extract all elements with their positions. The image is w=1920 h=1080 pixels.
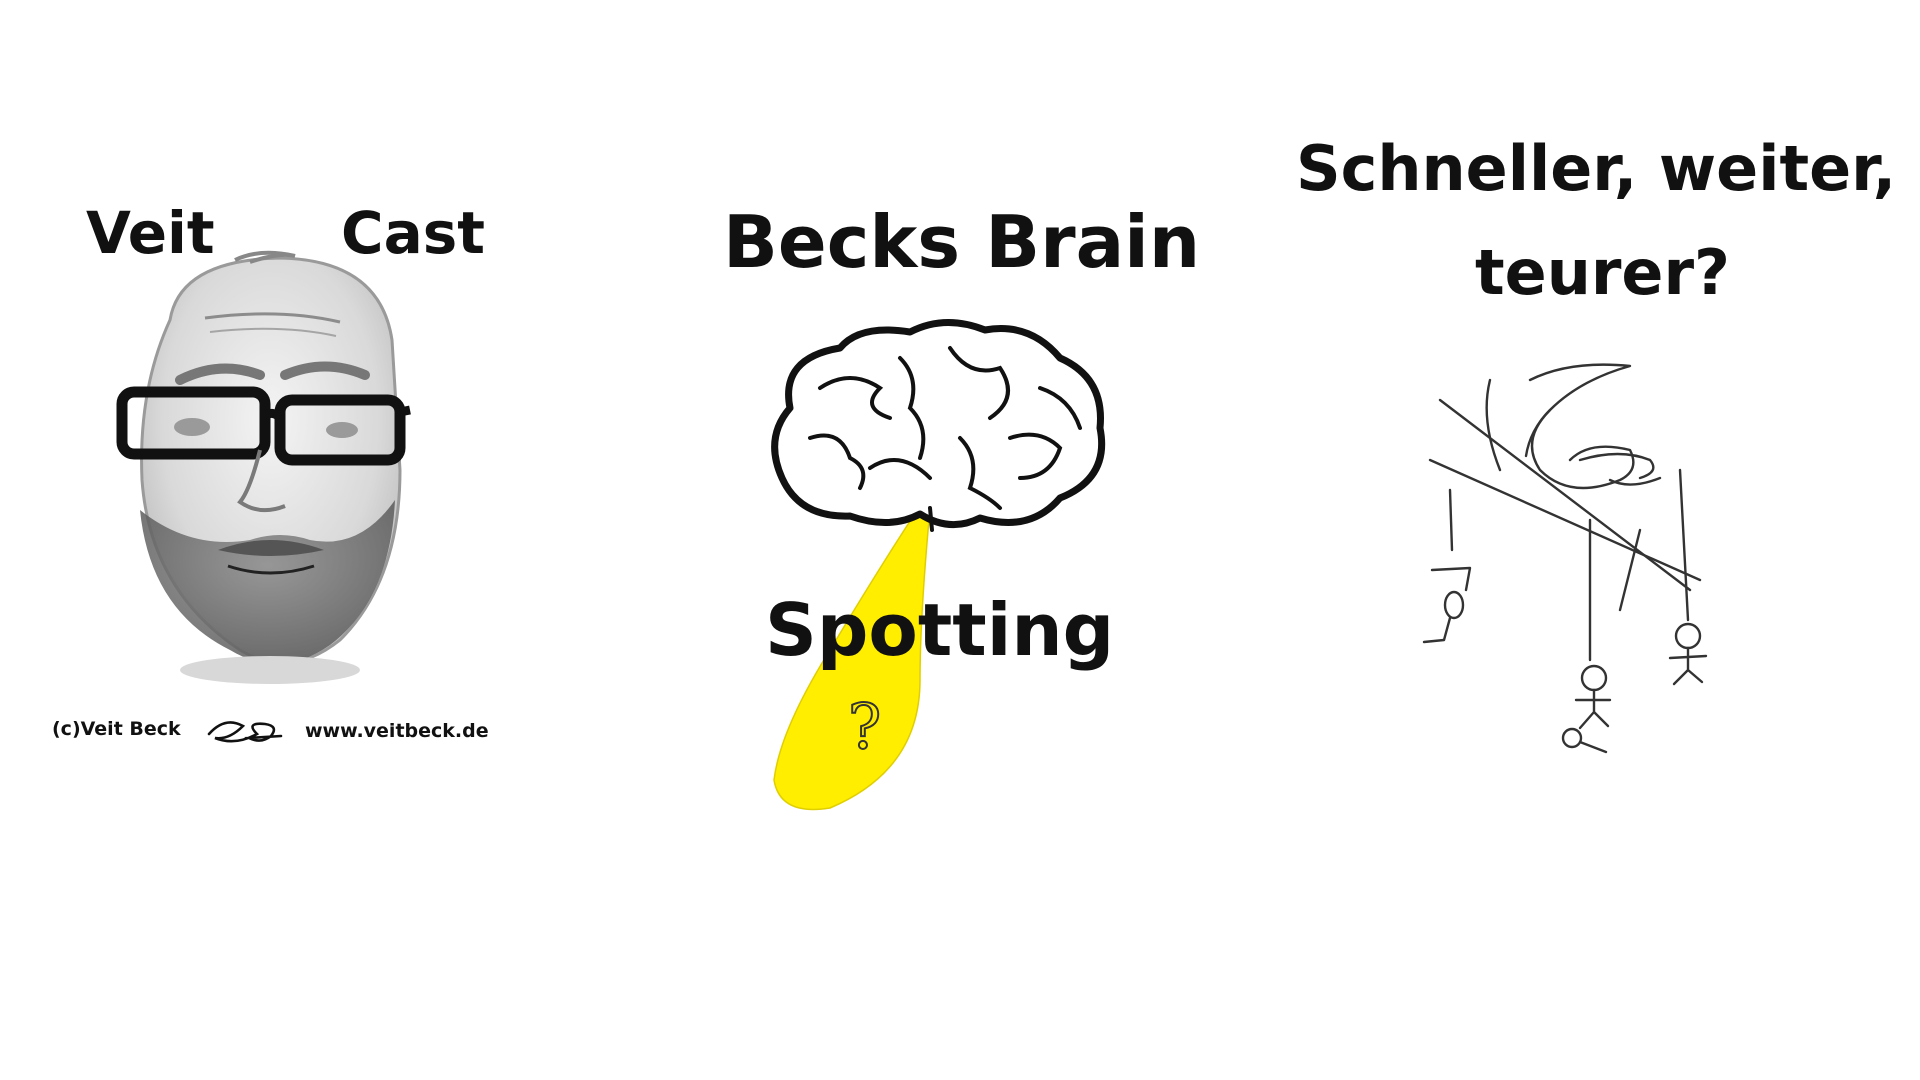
copyright-label: (c)Veit Beck	[52, 718, 181, 740]
schneller-panel: Schneller, weiter, teurer?	[1250, 0, 1920, 1080]
brain-icon	[771, 318, 1106, 532]
schneller-title-line2: teurer?	[1475, 236, 1730, 309]
veit-cast-panel: Veit Cast	[0, 0, 520, 1080]
veit-cast-title-left: Veit	[86, 199, 215, 267]
veit-cast-title-right: Cast	[341, 199, 485, 267]
spotting-subtitle: Spotting	[765, 588, 1115, 672]
schneller-title-line1: Schneller, weiter,	[1296, 132, 1897, 205]
becks-brain-title: Becks Brain	[723, 200, 1201, 284]
website-label: www.veitbeck.de	[305, 720, 489, 742]
spotlight-beam-icon: ?	[773, 487, 933, 811]
signature-icon	[207, 721, 283, 743]
question-mark-icon: ?	[848, 690, 881, 763]
becks-brain-panel: Becks Brain ? Spotting	[680, 0, 1200, 1080]
portrait-icon	[116, 250, 411, 684]
puppeteer-icon	[1422, 363, 1708, 754]
